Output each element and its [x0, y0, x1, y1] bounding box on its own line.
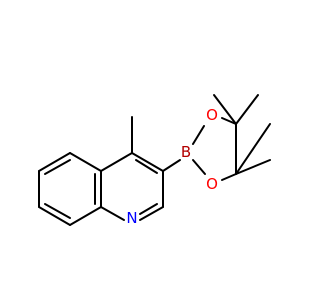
bond	[69, 152, 102, 172]
bond	[235, 123, 271, 175]
double-bond-inner	[135, 159, 158, 174]
bond	[38, 152, 71, 172]
atom-b: B	[181, 143, 191, 161]
bond	[100, 206, 125, 221]
c-b-bond	[162, 159, 181, 172]
benzene-ring	[38, 152, 102, 226]
bond	[221, 117, 237, 125]
bond	[213, 94, 237, 125]
double-bond-inner	[44, 159, 71, 175]
double-bond-inner	[139, 203, 158, 215]
oxygen-label-top: O	[206, 106, 218, 124]
bond	[192, 159, 206, 175]
oxygen-label-bottom: O	[206, 175, 218, 193]
pyridine-ring	[100, 152, 164, 221]
dioxaborolane-ring	[192, 117, 237, 181]
nitrogen-label: N	[126, 209, 137, 227]
bond	[192, 125, 205, 145]
bond	[100, 152, 133, 172]
double-bond-inner	[44, 203, 71, 219]
atom-o-top: O	[206, 106, 218, 124]
bond	[139, 206, 164, 221]
bond	[235, 94, 259, 125]
atom-n: N	[126, 209, 137, 227]
molecule-structure-diagram: N B O O	[38, 94, 271, 227]
bond	[221, 173, 237, 181]
gem-dimethyl-right	[235, 123, 271, 175]
boron-label: B	[181, 143, 191, 161]
bond	[38, 206, 71, 226]
bond	[235, 159, 271, 175]
atom-o-bottom: O	[206, 175, 218, 193]
bond	[131, 152, 164, 172]
bond	[69, 206, 102, 226]
gem-dimethyl-top	[213, 94, 259, 125]
